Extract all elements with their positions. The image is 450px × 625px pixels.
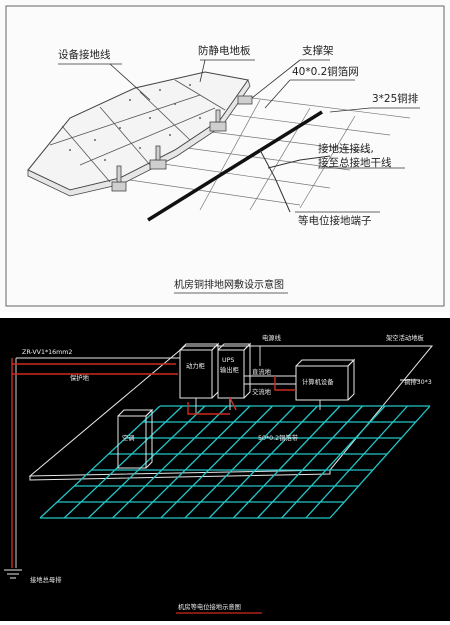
- label-copper-mesh: 50*0.2铜箔带: [258, 433, 298, 442]
- mesh-column-line: [232, 405, 341, 519]
- label-dc-ground: 直流地: [252, 367, 272, 376]
- computer-box: [295, 365, 349, 401]
- label-equipment-ground: 设备接地线: [58, 48, 111, 61]
- mesh-column-line: [329, 405, 431, 519]
- label-computer-equipment: 计算机设备: [302, 377, 334, 386]
- antistatic-floor-panels: [27, 71, 251, 197]
- label-protection-ground: 保护地: [70, 373, 90, 382]
- equipment-boxes: [117, 342, 356, 469]
- copper-bar-ground-grid-diagram: 设备接地线 防静电地板 支撑架 40*0.2铜箔网 3*25铜排 接地连接线, …: [0, 0, 450, 312]
- label-equipotential-terminal: 等电位接地端子: [298, 214, 372, 227]
- top-labels: 设备接地线 防静电地板 支撑架 40*0.2铜箔网 3*25铜排 接地连接线, …: [58, 44, 419, 227]
- top-frame: [5, 5, 445, 307]
- label-copper-bar: 3*25铜排: [372, 92, 419, 105]
- mesh-column-line: [39, 405, 161, 519]
- label-cable-spec: ZR-VV1*16mm2: [22, 349, 72, 356]
- top-diagram-svg: 设备接地线 防静电地板 支撑架 40*0.2铜箔网 3*25铜排 接地连接线, …: [5, 5, 445, 307]
- mesh-column-line: [160, 405, 273, 519]
- leader-lines: [58, 59, 420, 213]
- mesh-column-line: [305, 405, 408, 519]
- equipotential-ground-diagram: ZR-VV1*16mm2 动力柜 UPS 输出柜 计算机设备 空调 电源线 直流…: [0, 318, 450, 621]
- label-connect-line-1: 接地连接线,: [318, 142, 374, 155]
- mesh-column-line: [208, 405, 318, 519]
- mesh-column-line: [281, 405, 386, 519]
- support-pedestals: [111, 95, 253, 192]
- mesh-column-line: [87, 405, 206, 519]
- bottom-labels: ZR-VV1*16mm2 动力柜 UPS 输出柜 计算机设备 空调 电源线 直流…: [22, 333, 432, 584]
- bottom-diagram-svg: ZR-VV1*16mm2 动力柜 UPS 输出柜 计算机设备 空调 电源线 直流…: [4, 333, 434, 614]
- label-power-cabinet: 动力柜: [186, 361, 205, 370]
- raised-floor-outline: [28, 345, 434, 477]
- label-copper-foil-mesh: 40*0.2铜箔网: [292, 65, 359, 78]
- bottom-caption: 机房等电位接地示意图: [178, 602, 241, 611]
- label-floor-area: 架空活动地板: [386, 333, 424, 342]
- power-cabinet-box: [179, 349, 213, 399]
- mesh-column-line: [63, 405, 183, 519]
- terminal-wire: [259, 149, 291, 213]
- ground-symbol: [4, 569, 22, 579]
- connection-line: [267, 155, 331, 169]
- label-ups: UPS: [222, 357, 234, 364]
- copper-bar-line: [147, 110, 323, 222]
- ups-box: [217, 349, 245, 399]
- mesh-column-line: [112, 405, 228, 519]
- air-conditioner-box: [117, 415, 147, 469]
- wiring-lines: [15, 345, 420, 568]
- label-support-frame: 支撑架: [302, 44, 334, 57]
- mesh-column-line: [184, 405, 296, 519]
- mesh-column-line: [136, 405, 251, 519]
- top-caption: 机房铜排地网敷设示意图: [174, 278, 284, 291]
- label-power-line: 电源线: [262, 333, 282, 342]
- label-connect-line-2: 接至总接地干线: [318, 156, 392, 169]
- label-ac-ground: 交流地: [252, 387, 272, 396]
- label-copper-bar: 铜排30*3: [404, 377, 432, 386]
- label-air-conditioner: 空调: [122, 433, 135, 442]
- copper-mesh-grid: [39, 405, 431, 519]
- label-ups-sub: 输出柜: [220, 365, 239, 374]
- red-ground-lines: [11, 358, 296, 568]
- label-ground-terminal: 接地总母排: [30, 575, 62, 584]
- mesh-column-line: [257, 405, 363, 519]
- label-antistatic-floor: 防静电地板: [198, 44, 251, 57]
